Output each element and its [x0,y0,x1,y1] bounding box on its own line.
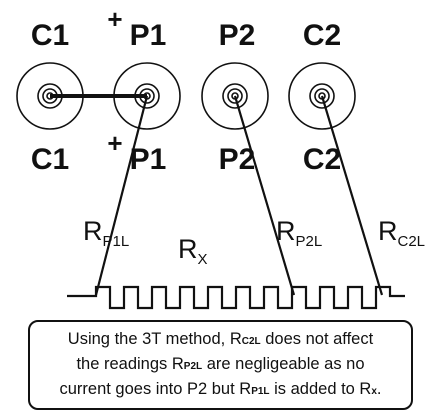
caption-line-3: current goes into P2 but RP1L is added t… [59,379,382,398]
caption-box: Using the 3T method, RC2L does not affec… [28,320,413,410]
label-p1-top: P1 [130,19,167,52]
label-c2-top: C2 [303,19,341,52]
caption-line-2: the readings RP2L are negligeable as no [76,354,365,373]
label-rx: RX [178,234,208,268]
lead-p2 [233,95,296,296]
label-p1-bottom: P1 [130,143,167,176]
label-rp1l: RP1L [83,216,129,250]
lead-c2 [320,95,384,296]
caption-line-1: Using the 3T method, RC2L does not affec… [67,329,374,348]
label-rp2l: RP2L [276,216,322,250]
label-c1-bottom: C1 [31,143,69,176]
label-c1-top: C1 [31,19,69,52]
resistor-rx [67,285,405,310]
plus-sign-top: + [107,4,122,34]
label-p2-top: P2 [219,19,256,52]
label-c2-bottom: C2 [303,143,341,176]
lead-p1 [94,95,149,296]
plus-sign-bottom: + [107,128,122,158]
label-rc2l: RC2L [378,216,425,250]
label-p2-bottom: P2 [219,143,256,176]
terminal-c2 [288,62,356,130]
